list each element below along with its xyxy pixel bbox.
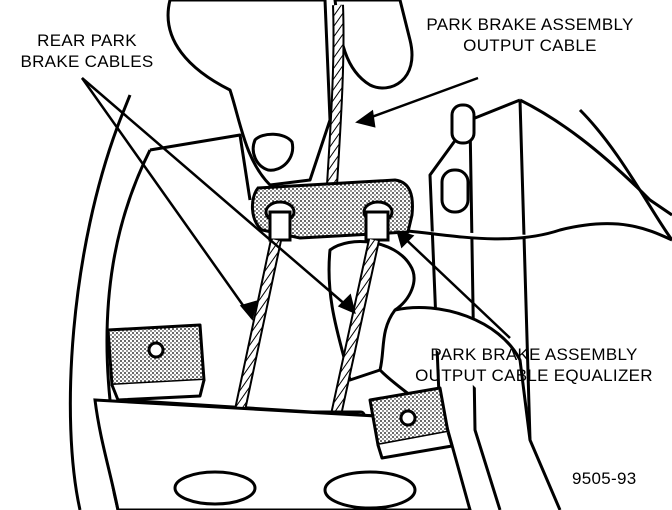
equalizer-plate	[251, 178, 414, 242]
rear-brake-cable-right	[330, 238, 380, 417]
leader-lines	[80, 76, 511, 339]
rear-brake-cable-left	[234, 238, 282, 412]
label-output-cable: PARK BRAKE ASSEMBLY OUTPUT CABLE	[412, 14, 648, 56]
hand-lower	[327, 240, 532, 441]
hand-upper	[166, 0, 672, 242]
housing-slots	[440, 103, 476, 214]
label-line: OUTPUT CABLE EQUALIZER	[415, 366, 653, 385]
left-retainer-clip	[106, 323, 206, 402]
label-line: BRAKE CABLES	[20, 52, 154, 71]
label-line: OUTPUT CABLE	[463, 36, 597, 55]
label-output-cable-equalizer: PARK BRAKE ASSEMBLY OUTPUT CABLE EQUALIZ…	[404, 344, 664, 386]
label-line: REAR PARK	[37, 31, 137, 50]
label-line: PARK BRAKE ASSEMBLY	[430, 345, 638, 364]
label-rear-park-brake-cables: REAR PARK BRAKE CABLES	[12, 30, 162, 72]
label-line: PARK BRAKE ASSEMBLY	[426, 15, 634, 34]
right-retainer-clip	[368, 386, 454, 460]
figure-number: 9505-93	[572, 469, 637, 488]
output-cable	[326, 4, 345, 186]
